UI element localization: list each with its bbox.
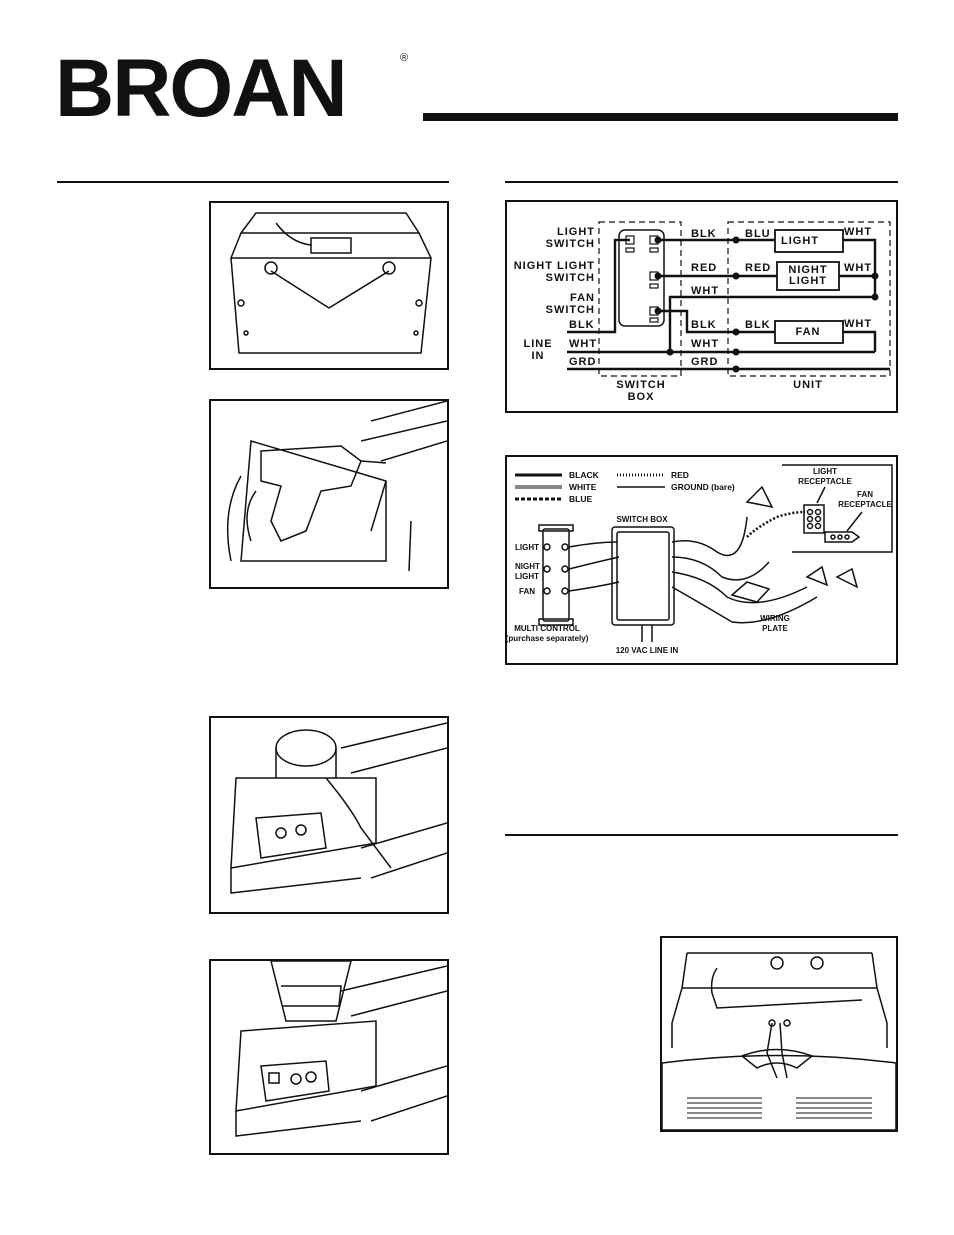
label-light: LIGHT [515,543,539,552]
switch-box-outline [598,221,682,377]
duct-installed-illustration [235,960,448,1137]
label-night-2: LIGHT [515,572,539,581]
light-receptacle [803,504,825,534]
figure-housing-mounting-holes [209,201,449,370]
label-blk-top: BLK [691,228,717,240]
component-night-1: NIGHT [788,264,827,276]
label-wht-light: WHT [844,226,872,238]
figure-grille-connection [660,936,898,1132]
pictorial-wiring-diagram: BLACK WHITE BLUE RED GROUND (bare) SWITC… [505,455,898,665]
drill-illustration [226,400,448,572]
label-wht-night: WHT [844,262,872,274]
header-bar [423,113,898,121]
label-line-in: 120 VAC LINE IN [616,646,679,655]
box-switch-2: BOX [628,391,655,403]
label-multi-control-2: (purchase separately) [507,634,589,643]
component-night-2: LIGHT [789,275,827,287]
label-line-in-2: IN [532,350,545,362]
label-night-1: NIGHT [515,562,540,571]
label-light-switch-2: SWITCH [546,238,595,250]
section-rule-left [57,181,449,183]
schematic-wiring-diagram: LIGHT SWITCH NIGHT LIGHT SWITCH FAN SWIT… [505,200,898,413]
figure-drill-mounting [209,399,449,589]
label-blk-fan: BLK [691,319,717,331]
multi-control-device [542,528,570,622]
box-switch-1: SWITCH [616,379,665,391]
label-red-unit: RED [745,262,771,274]
label-fan-receptacle-2: RECEPTACLE [838,500,892,509]
label-wht-fan: WHT [844,318,872,330]
legend-white: WHITE [569,482,597,492]
legend: BLACK WHITE BLUE RED GROUND (bare) [515,470,735,504]
label-fan: FAN [519,587,535,596]
label-light-switch-1: LIGHT [557,226,595,238]
label-wiring-plate-1: WIRING [760,614,790,623]
label-fan-receptacle-1: FAN [857,490,873,499]
label-grd-right: GRD [691,356,718,368]
box-unit: UNIT [793,379,823,391]
label-fan-switch-1: FAN [570,292,595,304]
schematic-svg: LIGHT SWITCH NIGHT LIGHT SWITCH FAN SWIT… [514,221,891,403]
registered-mark: ® [400,52,409,64]
legend-blue: BLUE [569,494,592,504]
label-line-in-1: LINE [523,338,552,350]
label-fan-switch-2: SWITCH [546,304,595,316]
label-switch-box: SWITCH BOX [616,515,668,524]
multi-control-switch [618,229,665,327]
legend-ground: GROUND (bare) [671,482,735,492]
component-fan: FAN [796,326,821,338]
component-light: LIGHT [781,235,819,247]
legend-red: RED [671,470,689,480]
section-rule-right-lower [505,834,898,836]
label-wht-line: WHT [691,338,719,350]
label-light-receptacle-2: RECEPTACLE [798,477,852,486]
grille-connection-illustration [661,952,897,1131]
label-multi-control-1: MULTI CONTROL [514,624,580,633]
label-grd-left: GRD [569,356,596,368]
label-blk-unit: BLK [745,319,771,331]
label-wht-left: WHT [569,338,597,350]
figure-duct-connector [209,716,449,914]
label-light-receptacle-1: LIGHT [813,467,837,476]
label-red-mid: RED [691,262,717,274]
label-blk-left: BLK [569,319,595,331]
label-night-switch-1: NIGHT LIGHT [514,260,595,272]
duct-connector-illustration [230,722,448,894]
section-rule-right [505,181,898,183]
housing-illustration [230,212,432,354]
unit-box-outline [727,221,891,377]
broan-logo: BROAN ® [55,48,415,130]
switch-box [611,526,675,626]
figure-duct-installed [209,959,449,1155]
pictorial-svg: BLACK WHITE BLUE RED GROUND (bare) SWITC… [506,464,893,655]
fan-receptacle [824,531,861,543]
label-night-switch-2: SWITCH [546,272,595,284]
legend-black: BLACK [569,470,600,480]
wiring-plate [730,581,771,603]
label-wiring-plate-2: PLATE [762,624,788,633]
label-wht-mid: WHT [691,285,719,297]
label-blu-unit: BLU [745,228,771,240]
brand-name: BROAN [55,43,348,134]
